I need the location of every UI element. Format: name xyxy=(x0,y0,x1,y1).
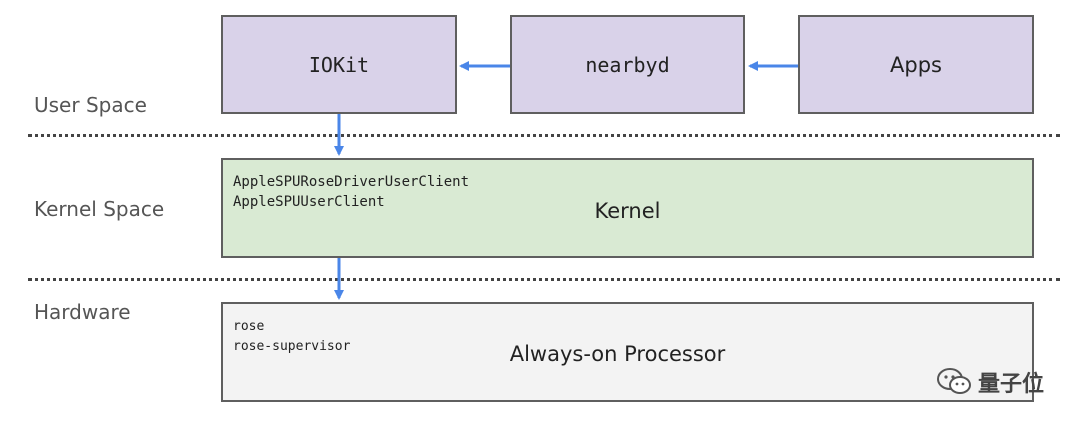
layer-label-hardware: Hardware xyxy=(34,300,131,324)
nearbyd-box: nearbyd xyxy=(510,15,745,114)
kernel-client-list: AppleSPURoseDriverUserClient AppleSPUUse… xyxy=(233,172,469,212)
processor-label: Always-on Processor xyxy=(509,342,726,366)
kernel-client-item: AppleSPUUserClient xyxy=(233,194,385,210)
processor-item: rose xyxy=(233,319,265,334)
kernel-box: AppleSPURoseDriverUserClient AppleSPUUse… xyxy=(221,158,1034,258)
kernel-label: Kernel xyxy=(594,199,661,223)
kernel-client-item: AppleSPURoseDriverUserClient xyxy=(233,174,470,190)
watermark: 量子位 xyxy=(936,366,1044,398)
kernel-hardware-divider xyxy=(28,278,1060,281)
apps-label: Apps xyxy=(890,52,942,77)
processor-item-list: rose rose-supervisor xyxy=(233,317,350,357)
watermark-text: 量子位 xyxy=(977,372,1044,397)
processor-box: rose rose-supervisor Always-on Processor xyxy=(221,302,1034,402)
nearbyd-label: nearbyd xyxy=(585,52,670,77)
iokit-box: IOKit xyxy=(221,15,457,114)
wechat-icon xyxy=(936,368,971,394)
user-kernel-divider xyxy=(28,134,1060,137)
processor-item: rose-supervisor xyxy=(233,339,351,354)
iokit-label: IOKit xyxy=(308,52,370,77)
layer-label-user-space: User Space xyxy=(34,93,147,117)
apps-box: Apps xyxy=(798,15,1034,114)
layer-label-kernel-space: Kernel Space xyxy=(34,197,165,221)
